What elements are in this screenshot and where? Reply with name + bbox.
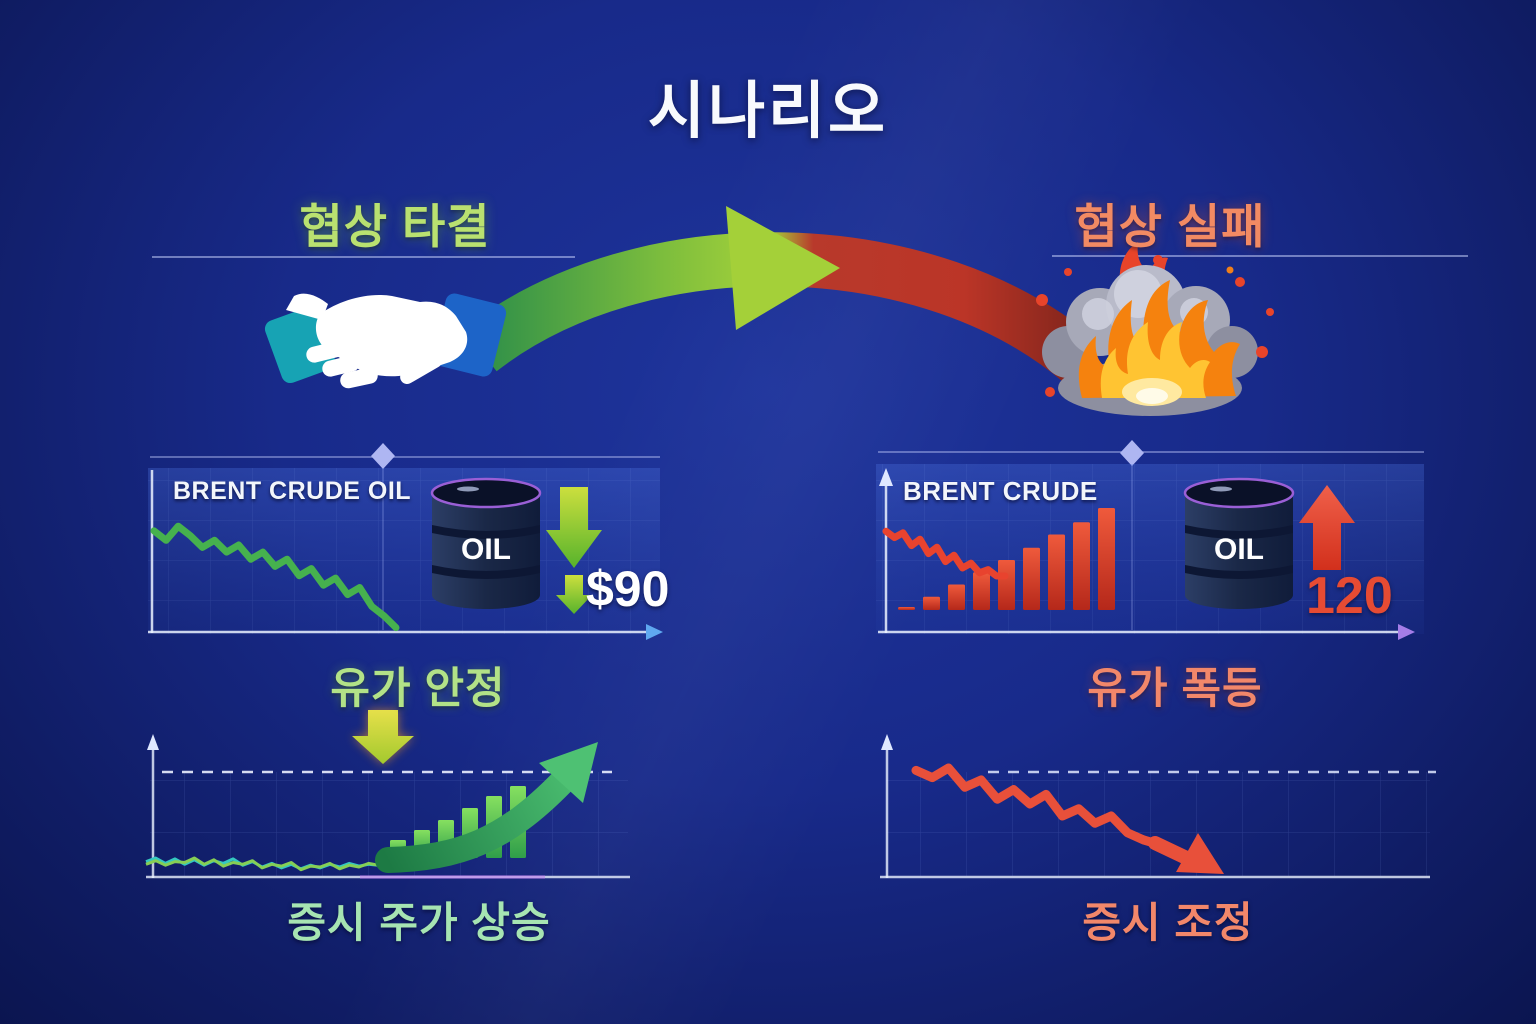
caption-oil-stable: 유가 안정 — [330, 665, 506, 713]
price-down-arrow-small-icon — [556, 575, 592, 614]
caption-oil-surge: 유가 폭등 — [1087, 665, 1263, 713]
x-axis-arrow-icon — [1398, 624, 1415, 640]
y-axis-arrow-icon — [879, 468, 893, 486]
left-chart-title: BRENT CRUDE OIL — [173, 477, 412, 505]
x-axis-arrow-icon — [646, 624, 663, 640]
heading-negotiation-success: 협상 타결 — [299, 200, 491, 253]
right-oil-panel: OIL — [876, 464, 1424, 640]
bar — [998, 560, 1015, 610]
bar — [973, 572, 990, 610]
price-up-arrow-icon — [1299, 485, 1355, 570]
heading-negotiation-failure: 협상 실패 — [1074, 200, 1266, 253]
right-oil-line — [882, 527, 1009, 580]
caption-stock-correction: 증시 조정 — [1082, 899, 1254, 946]
left-stock-chart — [145, 734, 630, 879]
handshake-icon — [264, 293, 507, 389]
bar — [948, 584, 965, 610]
diamond-icon — [371, 443, 395, 469]
oil-price-drop-value: $90 — [586, 561, 670, 617]
y-axis-arrow-icon — [881, 734, 893, 750]
handshake-finger — [322, 355, 360, 377]
oil-price-spike-value: 120 — [1306, 567, 1393, 625]
uptrend-arrow-shaft — [375, 770, 574, 873]
oil-barrel-icon: OIL — [1183, 477, 1295, 609]
handshake-finger — [400, 354, 442, 384]
explosion-icon — [1036, 242, 1274, 416]
diamond-icon — [1120, 440, 1144, 466]
barrel-label: OIL — [1214, 533, 1264, 566]
stock-wave-green — [145, 856, 389, 872]
bar — [898, 606, 915, 610]
barrel-label: OIL — [461, 533, 511, 566]
scenario-arc-arrow — [463, 206, 1104, 387]
bar — [1023, 547, 1040, 610]
left-oil-line — [150, 522, 400, 632]
right-stock-chart — [880, 734, 1436, 879]
bar — [1098, 508, 1115, 610]
y-axis-arrow-icon — [147, 734, 159, 750]
downtrend-arrowhead-icon — [1176, 833, 1224, 874]
explosion-flame-mid — [1100, 322, 1210, 398]
bar — [1073, 522, 1090, 610]
oil-barrel-icon: OIL — [430, 477, 542, 609]
caption-stock-rise: 증시 주가 상승 — [287, 899, 551, 946]
right-stock-line — [911, 763, 1165, 850]
right-oil-bars — [898, 508, 1115, 610]
bar — [1048, 534, 1065, 610]
page-title: 시나리오 — [647, 77, 889, 146]
arc-arrowhead-icon — [726, 206, 840, 330]
caption-down-arrow-icon — [352, 710, 414, 764]
uptrend-arrowhead-icon — [539, 742, 598, 803]
left-oil-panel: OIL — [148, 468, 663, 640]
right-chart-title: BRENT CRUDE — [903, 476, 1098, 506]
handshake-finger — [340, 367, 378, 389]
handshake-finger — [386, 342, 428, 372]
handshake-thumb — [286, 293, 328, 320]
price-down-arrow-icon — [546, 487, 602, 568]
bar — [923, 596, 940, 610]
handshake-finger — [306, 341, 344, 363]
